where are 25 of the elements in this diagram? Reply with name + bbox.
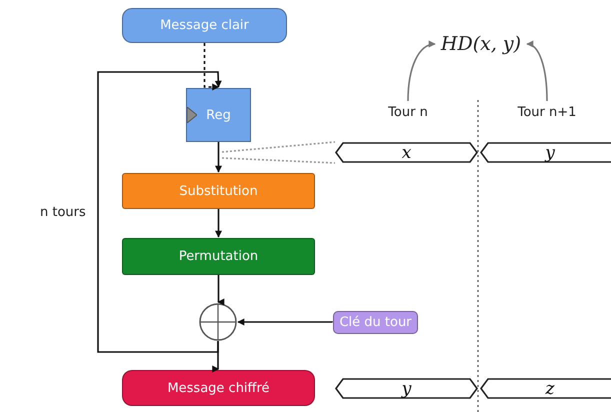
xor-symbol [199, 303, 237, 341]
arrow [526, 42, 548, 102]
distance-formula: HD(x, y) [436, 30, 526, 58]
side-label: n tours [40, 205, 86, 220]
arrow [237, 318, 333, 326]
arrow [215, 142, 222, 173]
arrow [204, 43, 220, 90]
bus-segment: y [335, 378, 478, 399]
arrow [217, 275, 224, 306]
register-box [186, 88, 251, 142]
start-box: Message clair [122, 8, 287, 43]
arrow [407, 41, 436, 102]
arrow [215, 209, 222, 238]
round-label: Tour n+1 [510, 102, 584, 122]
process-box: Permutation [122, 238, 315, 275]
end-box: Message chiffré [122, 370, 315, 406]
bus-segment: y [480, 142, 611, 163]
arrow [97, 71, 222, 353]
process-box: Substitution [122, 173, 315, 209]
zoom-line [221, 141, 336, 164]
round-label: Tour n [378, 102, 438, 122]
bus-segment: x [335, 142, 478, 163]
bus-segment: z [480, 378, 611, 399]
key-box: Clé du tour [333, 311, 418, 334]
register-label: Reg [206, 108, 231, 122]
